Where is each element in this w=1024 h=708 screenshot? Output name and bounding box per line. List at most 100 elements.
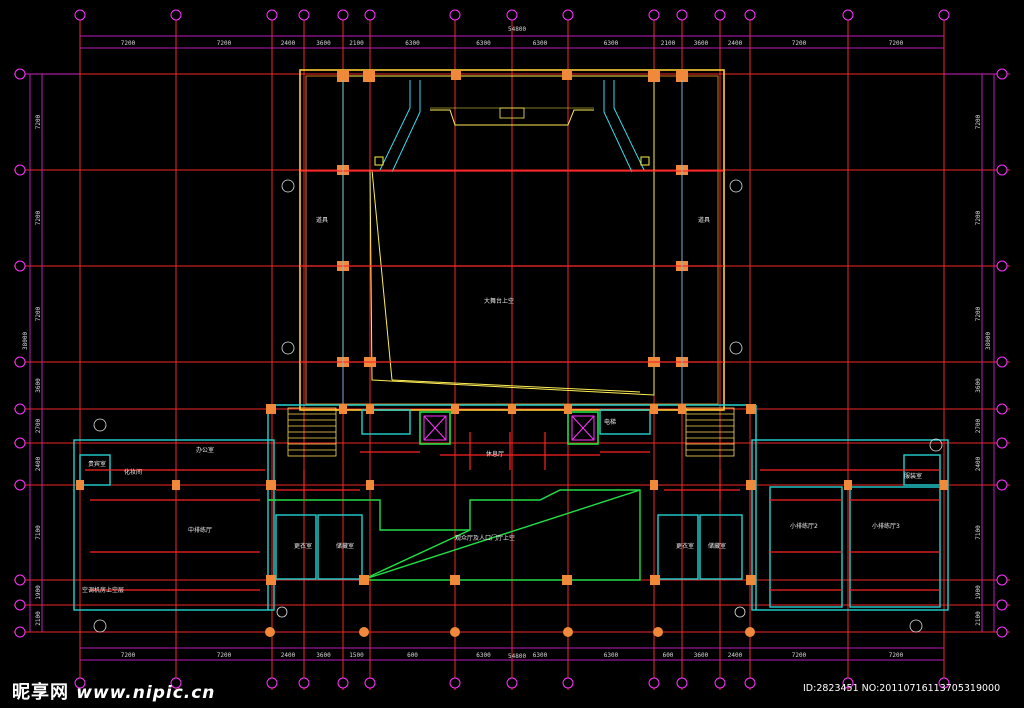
bottom-dimension: 3600 bbox=[694, 652, 709, 659]
top-dimension: 2400 bbox=[728, 40, 743, 47]
axis-bubble bbox=[996, 574, 1008, 586]
axis-bubble bbox=[562, 677, 574, 689]
lobby-label: 观众厅及人口门厅上空 bbox=[455, 534, 515, 542]
elevator-label: 电梯 bbox=[604, 418, 616, 426]
axis-bubble bbox=[996, 437, 1008, 449]
props-left-label: 道具 bbox=[316, 216, 328, 224]
bottom-dimension: 6300 bbox=[604, 652, 619, 659]
bottom-dimension: 7200 bbox=[217, 652, 232, 659]
store-right-label: 储藏室 bbox=[708, 542, 726, 550]
axis-bubbles bbox=[14, 9, 1008, 689]
axis-bubble bbox=[364, 9, 376, 21]
top-total-dimension: 54800 bbox=[508, 26, 526, 33]
right-dimension: 1900 bbox=[975, 585, 982, 600]
left-dimension: 7200 bbox=[35, 306, 42, 321]
rehearsal-hall-label: 中排练厅 bbox=[188, 526, 212, 534]
axis-bubble bbox=[996, 479, 1008, 491]
axis-bubble bbox=[337, 9, 349, 21]
axis-bubble bbox=[266, 677, 278, 689]
lobby-outline bbox=[268, 489, 641, 581]
axis-bubble bbox=[449, 677, 461, 689]
bottom-dimension: 600 bbox=[407, 652, 418, 659]
partitions bbox=[85, 432, 940, 591]
office-label: 办公室 bbox=[196, 446, 214, 454]
axis-bubble bbox=[337, 677, 349, 689]
left-dimension: 2100 bbox=[35, 611, 42, 626]
axis-bubble bbox=[449, 9, 461, 21]
top-dimension: 2400 bbox=[281, 40, 296, 47]
bottom-dimension: 1500 bbox=[349, 652, 364, 659]
top-dimension: 3600 bbox=[694, 40, 709, 47]
nipic-watermark: 昵享网 www.nipic.cn bbox=[12, 678, 215, 704]
axis-bubble bbox=[266, 9, 278, 21]
axis-bubble bbox=[74, 677, 86, 689]
left-dimension: 2700 bbox=[35, 418, 42, 433]
bottom-dimension: 7200 bbox=[121, 652, 136, 659]
axis-bubble bbox=[996, 68, 1008, 80]
axis-bubble bbox=[14, 574, 26, 586]
costume-room-label: 服装室 bbox=[904, 472, 922, 480]
props-right-label: 道具 bbox=[698, 216, 710, 224]
bottom-dimension: 600 bbox=[663, 652, 674, 659]
bottom-total-dimension: 54800 bbox=[508, 653, 526, 660]
axis-bubble bbox=[744, 9, 756, 21]
axis-bubble bbox=[14, 626, 26, 638]
axis-bubble bbox=[506, 9, 518, 21]
top-dimension: 6300 bbox=[405, 40, 420, 47]
stair-note-label: 空调机房上空层 bbox=[82, 586, 124, 594]
left-dimension: 2400 bbox=[35, 456, 42, 471]
vip-room-label: 贵宾室 bbox=[88, 460, 106, 468]
left-dimension: 3600 bbox=[35, 378, 42, 393]
axis-bubble bbox=[996, 260, 1008, 272]
axis-bubble bbox=[170, 677, 182, 689]
changing-right-label: 更衣室 bbox=[676, 542, 694, 550]
top-dimension: 7200 bbox=[792, 40, 807, 47]
axis-bubble bbox=[298, 677, 310, 689]
bottom-dimension: 2400 bbox=[281, 652, 296, 659]
store-left-label: 储藏室 bbox=[336, 542, 354, 550]
elevation-markers bbox=[93, 179, 943, 633]
axis-bubble bbox=[74, 9, 86, 21]
left-dimension: 7200 bbox=[35, 114, 42, 129]
axis-bubble bbox=[506, 677, 518, 689]
top-dimension: 2100 bbox=[661, 40, 676, 47]
axis-bubble bbox=[14, 68, 26, 80]
axis-bubble bbox=[996, 403, 1008, 415]
axis-bubble bbox=[996, 164, 1008, 176]
axis-bubble bbox=[996, 356, 1008, 368]
image-id-watermark: ID:2823451 NO:20110716113705319000 bbox=[803, 683, 1001, 694]
top-dimension: 7200 bbox=[889, 40, 904, 47]
axis-bubble bbox=[938, 9, 950, 21]
right-total-dimension: 38000 bbox=[985, 332, 992, 350]
axis-bubble bbox=[14, 356, 26, 368]
axis-bubble bbox=[676, 677, 688, 689]
bottom-dimension: 7200 bbox=[792, 652, 807, 659]
right-dimension: 7200 bbox=[975, 306, 982, 321]
axis-bubble bbox=[648, 677, 660, 689]
top-dimension: 2100 bbox=[349, 40, 364, 47]
watermark-url: www.nipic.cn bbox=[76, 683, 216, 703]
axis-bubble bbox=[714, 677, 726, 689]
left-dimension: 7200 bbox=[35, 210, 42, 225]
axis-bubble bbox=[842, 9, 854, 21]
right-dimension: 2700 bbox=[975, 418, 982, 433]
axis-bubble bbox=[14, 479, 26, 491]
axis-bubble bbox=[714, 9, 726, 21]
makeup-room-label: 化妆间 bbox=[124, 468, 142, 476]
axis-bubble bbox=[676, 9, 688, 21]
bottom-dimension: 7200 bbox=[889, 652, 904, 659]
axis-bubble bbox=[842, 677, 854, 689]
elevators bbox=[419, 411, 599, 445]
axis-bubble bbox=[938, 677, 950, 689]
axis-bubble bbox=[364, 677, 376, 689]
stairs bbox=[287, 407, 735, 457]
front-block bbox=[73, 404, 949, 611]
bottom-dimension: 6300 bbox=[476, 652, 491, 659]
axis-bubble bbox=[14, 403, 26, 415]
axis-bubble bbox=[996, 599, 1008, 611]
lounge-label: 休息厅 bbox=[486, 450, 504, 458]
